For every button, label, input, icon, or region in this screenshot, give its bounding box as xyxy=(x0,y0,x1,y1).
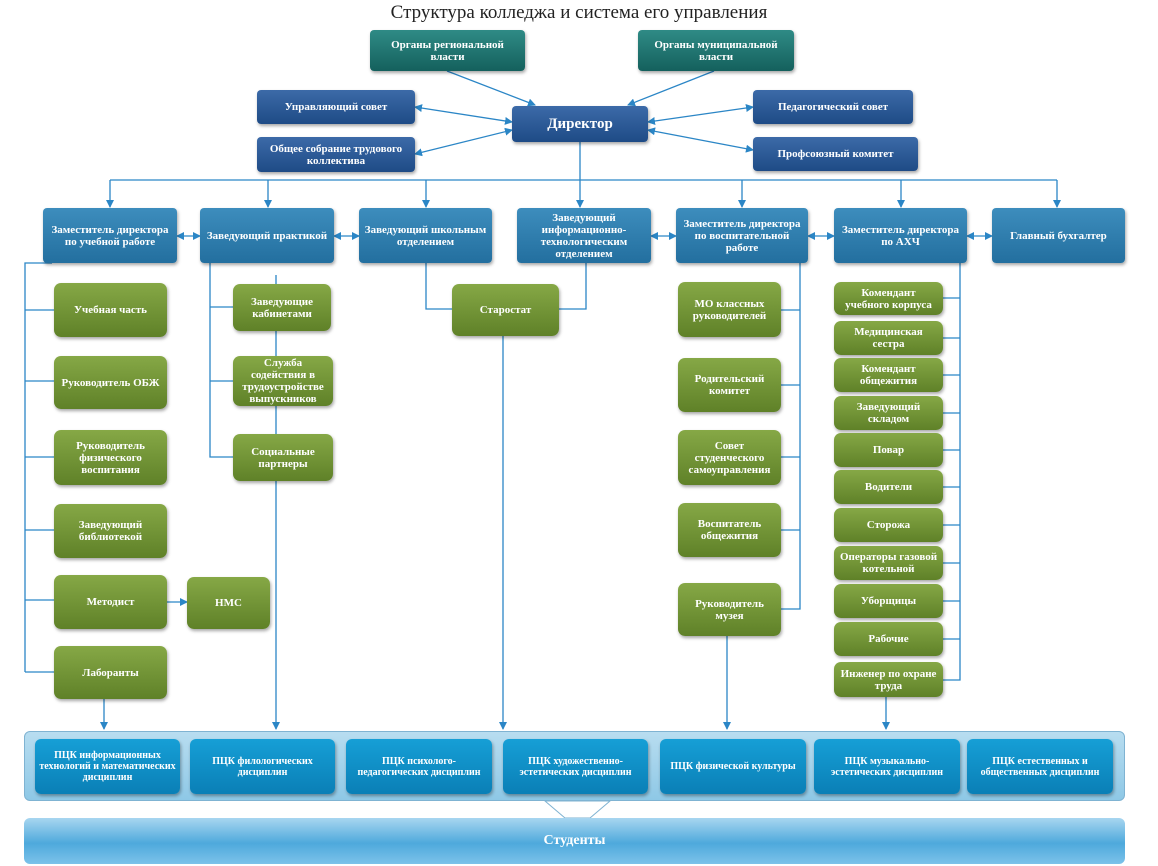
student-council-box: Совет студенческого самоуправления xyxy=(678,430,781,485)
municipal-authorities-box: Органы муниципальной власти xyxy=(638,30,794,71)
line-regional-director xyxy=(446,70,536,107)
social-partners-box: Социальные партнеры xyxy=(233,434,333,481)
director-box: Директор xyxy=(512,106,648,142)
pck-music-box: ПЦК музыкально-эстетических дисциплин xyxy=(814,739,960,794)
museum-head-box: Руководитель музея xyxy=(678,583,781,636)
library-head-box: Заведующий библиотекой xyxy=(54,504,167,558)
it-dept-head-box: Заведующий информационно-технологическим… xyxy=(517,208,651,263)
cook-box: Повар xyxy=(834,433,943,467)
pck-info-box: ПЦК информационных технологий и математи… xyxy=(35,739,180,794)
union-committee-box: Профсоюзный комитет xyxy=(753,137,918,171)
diagram-title: Структура колледжа и система его управле… xyxy=(390,2,768,23)
dorm-educator-box: Воспитатель общежития xyxy=(678,503,781,557)
deputy-academic-box: Заместитель директора по учебной работе xyxy=(43,208,177,263)
drivers-box: Водители xyxy=(834,470,943,504)
line-pedcouncil-director xyxy=(647,104,754,125)
governing-council-box: Управляющий совет xyxy=(257,90,415,124)
obzh-head-box: Руководитель ОБЖ xyxy=(54,356,167,409)
line-council-director xyxy=(414,104,513,125)
starostat-box: Старостат xyxy=(452,284,559,336)
line-municipal-director xyxy=(627,70,715,107)
nms-box: НМС xyxy=(187,577,270,629)
general-meeting-box: Общее собрание трудового коллектива xyxy=(257,137,415,172)
deputy-ahch-box: Заместитель директора по АХЧ xyxy=(834,208,967,263)
nurse-box: Медицинская сестра xyxy=(834,321,943,355)
cleaners-box: Уборщицы xyxy=(834,584,943,618)
line-meeting-director xyxy=(414,127,513,157)
school-dept-head-box: Заведующий школьным отделением xyxy=(359,208,492,263)
warehouse-head-box: Заведующий складом xyxy=(834,396,943,430)
regional-authorities-box: Органы региональной власти xyxy=(370,30,525,71)
methodist-box: Методист xyxy=(54,575,167,629)
mo-class-teachers-box: МО классных руководителей xyxy=(678,282,781,337)
students-bar: Студенты xyxy=(24,818,1125,864)
commandant-building-box: Комендант учебного корпуса xyxy=(834,282,943,315)
pck-art-box: ПЦК художественно-эстетических дисциплин xyxy=(503,739,648,794)
chief-accountant-box: Главный бухгалтер xyxy=(992,208,1125,263)
lab-assistants-box: Лаборанты xyxy=(54,646,167,699)
pck-psych-box: ПЦК психолого-педагогических дисциплин xyxy=(346,739,492,794)
workers-box: Рабочие xyxy=(834,622,943,656)
guards-box: Сторожа xyxy=(834,508,943,542)
parents-committee-box: Родительский комитет xyxy=(678,358,781,412)
students-funnel xyxy=(543,800,612,819)
pck-philology-box: ПЦК филологических дисциплин xyxy=(190,739,335,794)
boiler-operators-box: Операторы газовой котельной xyxy=(834,546,943,580)
safety-engineer-box: Инженер по охране труда xyxy=(834,662,943,697)
practice-head-box: Заведующий практикой xyxy=(200,208,334,263)
line-union-director xyxy=(647,127,754,153)
pe-head-box: Руководитель физического воспитания xyxy=(54,430,167,485)
commandant-dorm-box: Комендант общежития xyxy=(834,358,943,392)
pck-pe-box: ПЦК физической культуры xyxy=(660,739,806,794)
study-part-box: Учебная часть xyxy=(54,283,167,337)
pedagogical-council-box: Педагогический совет xyxy=(753,90,913,124)
cabinets-head-box: Заведующие кабинетами xyxy=(233,284,331,331)
pck-science-box: ПЦК естественных и общественных дисципли… xyxy=(967,739,1113,794)
deputy-education-box: Заместитель директора по воспитательной … xyxy=(676,208,808,263)
employment-service-box: Служба содействия в трудоустройстве выпу… xyxy=(233,356,333,406)
